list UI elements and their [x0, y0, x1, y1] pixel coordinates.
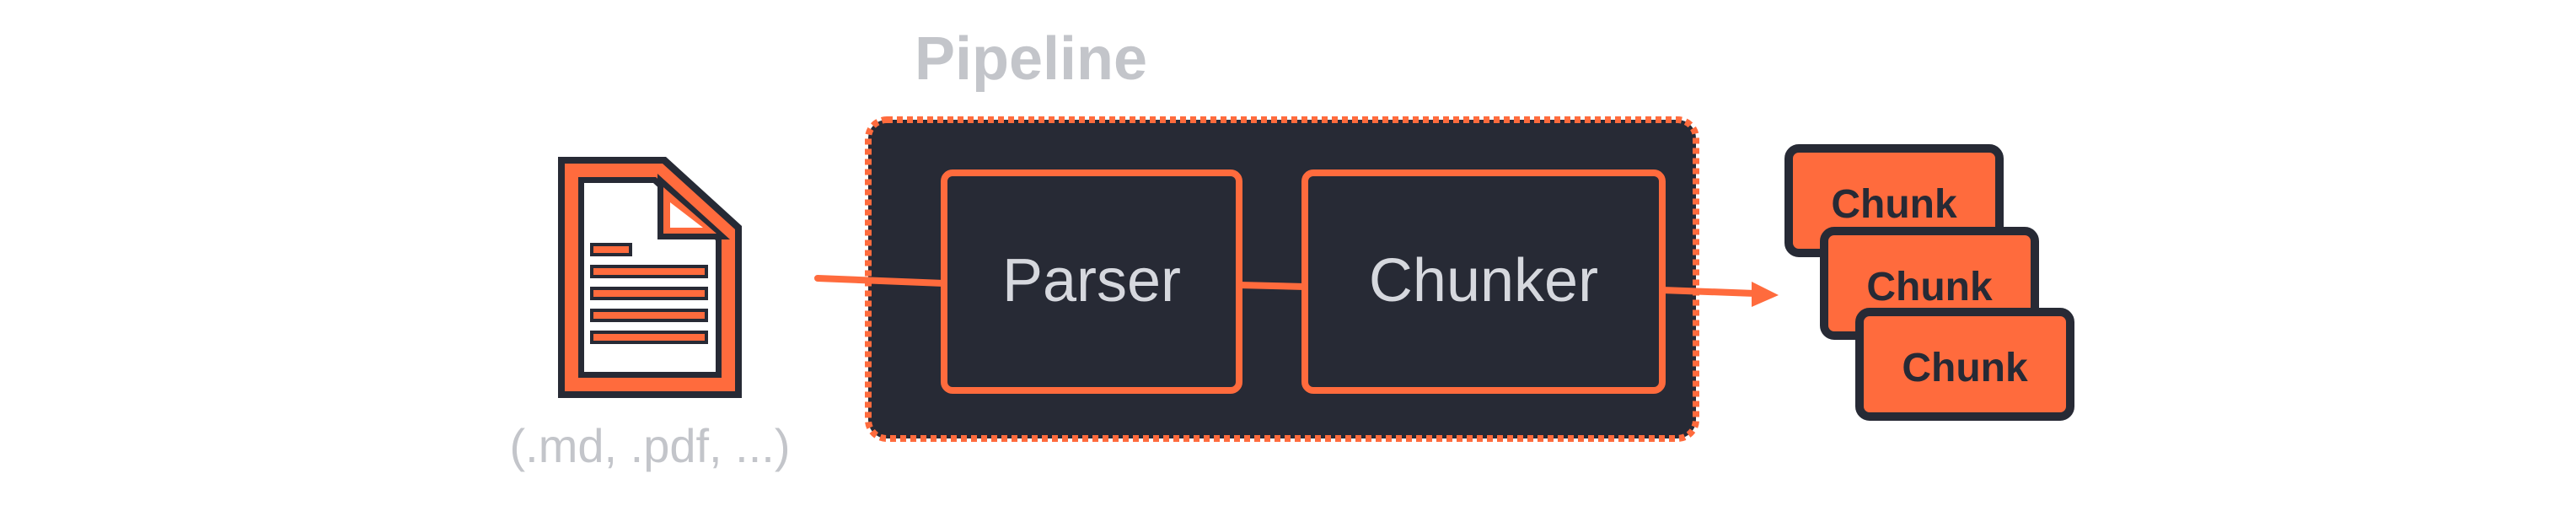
input-flow-line [814, 275, 947, 287]
parser-label: Parser [1002, 247, 1181, 315]
chunk-card: Chunk [1855, 308, 2074, 421]
parser-stage: Parser [941, 169, 1242, 394]
arrow-right-icon [1661, 282, 1779, 307]
chunk-label: Chunk [1831, 182, 1957, 227]
input-caption: (.md, .pdf, ...) [510, 419, 791, 472]
chunk-label: Chunk [1866, 265, 1993, 309]
document-icon [558, 157, 742, 398]
output-chunks: Chunk Chunk Chunk [1784, 144, 2074, 421]
chunk-label: Chunk [1902, 346, 2028, 390]
chunker-label: Chunker [1369, 247, 1598, 315]
chunker-stage: Chunker [1301, 169, 1666, 394]
stage-connector [1238, 282, 1306, 290]
pipeline-title: Pipeline [915, 25, 1147, 93]
